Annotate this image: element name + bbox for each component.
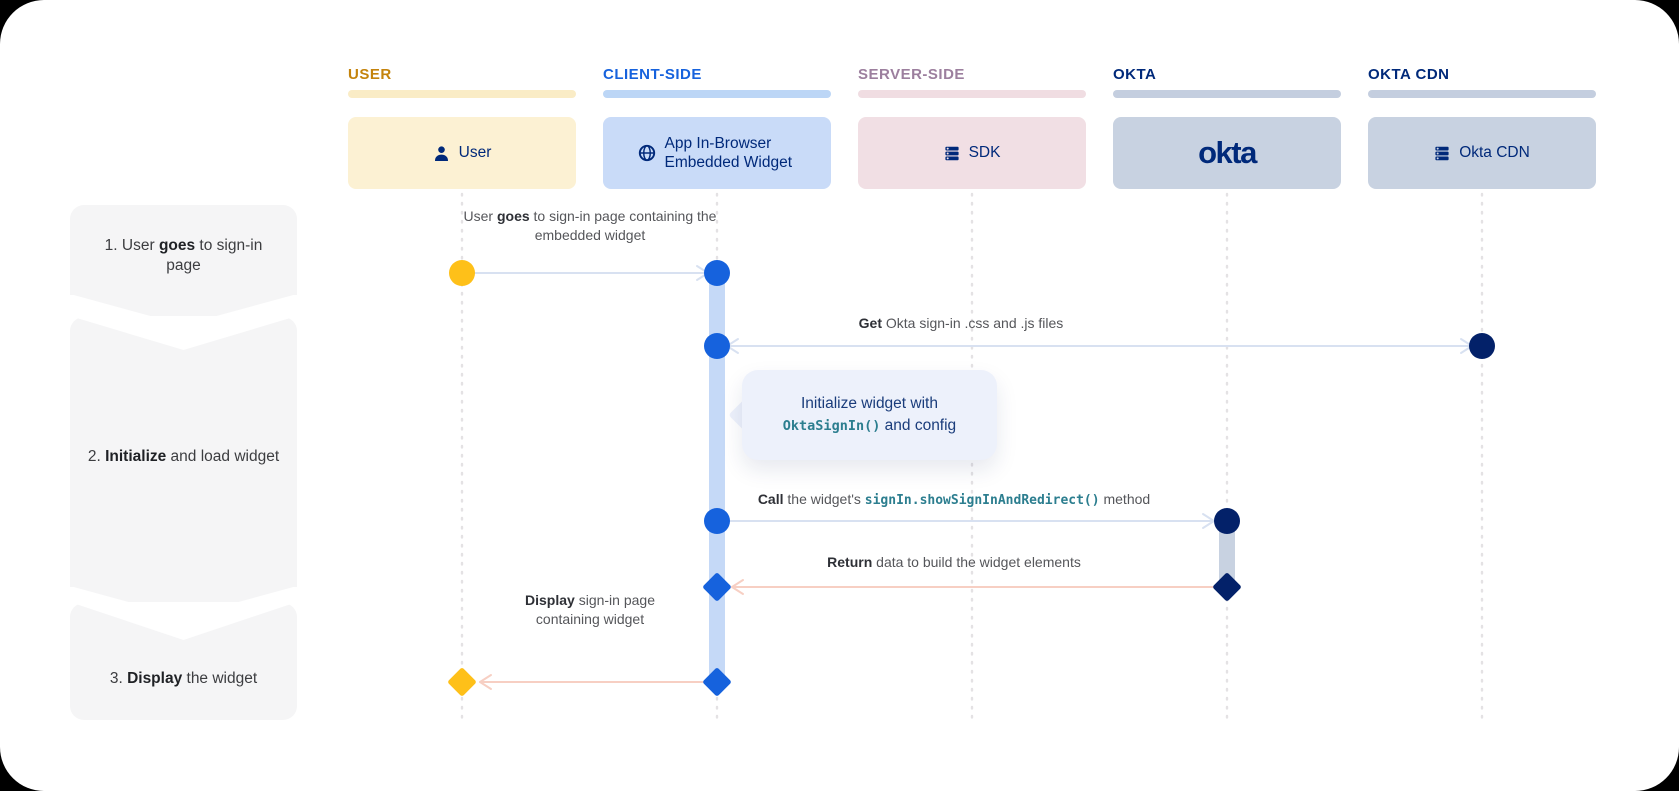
actor-box-okta: okta <box>1113 117 1341 189</box>
message-label-return-data: Return data to build the widget elements <box>827 554 1081 570</box>
lane-bar-server-side <box>858 90 1086 98</box>
actor-box-okta-cdn: Okta CDN <box>1368 117 1596 189</box>
lane-header-client-side: CLIENT-SIDE <box>603 66 702 83</box>
note-line-2: OktaSignIn() and config <box>782 417 957 434</box>
node-circle-client <box>704 260 730 286</box>
arrowhead-right <box>1202 513 1215 529</box>
actor-box-sdk-label: SDK <box>968 144 1001 161</box>
node-circle-user <box>449 260 475 286</box>
step-1-box <box>70 205 297 295</box>
okta-logo: okta <box>1198 135 1257 170</box>
step-2-label: 2. Initialize and load widget <box>87 448 280 465</box>
server-icon <box>944 146 959 160</box>
lane-bar-user <box>348 90 576 98</box>
lane-header-server-side: SERVER-SIDE <box>858 66 965 83</box>
person-icon <box>434 145 448 161</box>
node-diamond-okta <box>1213 573 1241 601</box>
arrowhead-left <box>731 579 744 595</box>
message-label-call-method: Call the widget's signIn.showSignInAndRe… <box>757 491 1151 508</box>
actor-box-sdk: SDK <box>858 117 1086 189</box>
activation-bar-okta <box>1219 521 1235 587</box>
lane-bar-okta-cdn <box>1368 90 1596 98</box>
node-diamond-client <box>703 573 731 601</box>
actor-box-okta-cdn-label: Okta CDN <box>1459 144 1530 161</box>
actor-box-embedded-widget-label: App In-Browser Embedded Widget <box>664 135 793 171</box>
actor-box-user-label: User <box>458 144 492 161</box>
server-icon <box>1435 146 1449 160</box>
note-bubble-initialize-widget: Initialize widget with OktaSignIn() and … <box>742 370 997 460</box>
step-2-box <box>70 317 297 587</box>
node-circle-client <box>704 508 730 534</box>
lane-bar-okta <box>1113 90 1341 98</box>
globe-icon <box>638 144 655 162</box>
node-diamond-client <box>703 668 731 696</box>
lane-header-user: USER <box>348 66 392 83</box>
step-1-label: 1. User goes to sign-in page <box>104 237 263 274</box>
message-label-display-page: Display sign-in page containing widget <box>525 592 655 627</box>
lane-header-okta-cdn: OKTA CDN <box>1368 66 1450 83</box>
node-circle-okta-cdn <box>1469 333 1495 359</box>
lane-header-okta: OKTA <box>1113 66 1157 83</box>
note-line-1: Initialize widget with <box>801 395 938 412</box>
step-3-label: 3. Display the widget <box>109 670 258 687</box>
arrowhead-right <box>696 265 709 281</box>
arrowhead-left <box>726 338 739 354</box>
arrowhead-left <box>479 674 492 690</box>
node-circle-okta <box>1214 508 1240 534</box>
actor-box-user: User <box>348 117 576 189</box>
arrowhead-right <box>1460 338 1473 354</box>
node-diamond-user <box>448 668 476 696</box>
activation-bar-client <box>709 273 725 682</box>
node-circle-client <box>704 333 730 359</box>
message-label-get-files: Get Okta sign-in .css and .js files <box>858 315 1064 331</box>
message-label-user-goes: User goes to sign-in page containing the… <box>463 208 717 243</box>
lane-bar-client-side <box>603 90 831 98</box>
actor-box-embedded-widget: App In-Browser Embedded Widget <box>603 117 831 189</box>
